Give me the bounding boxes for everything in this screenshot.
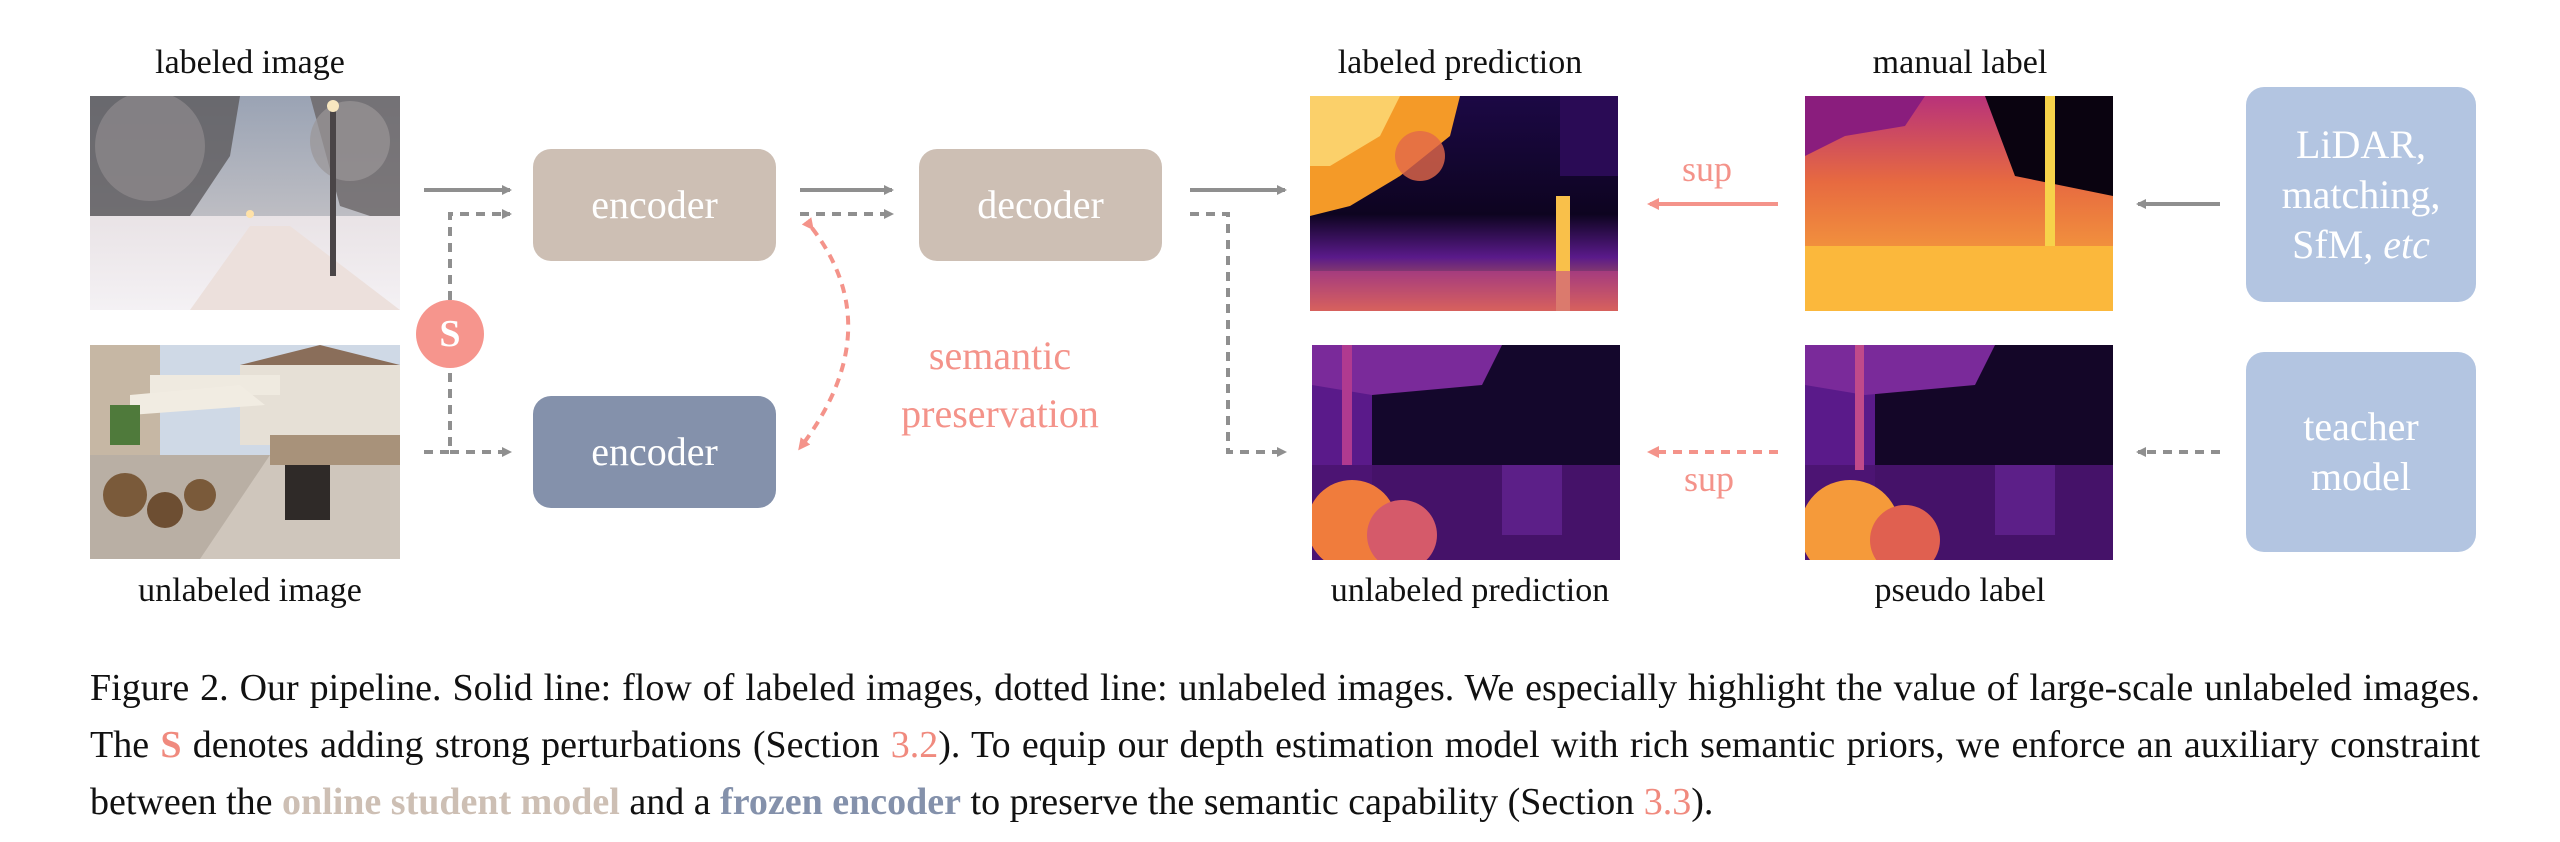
labeled-image [90,96,400,310]
label-source-line3: SfM, etc [2292,220,2430,270]
semantic-line2: preservation [901,391,1099,436]
arrow-unlabeled-to-frozen [424,370,510,452]
label-source-line2: matching, [2281,171,2441,217]
teacher-model-box: teacher model [2246,352,2476,552]
sup-label-bottom: sup [1684,459,1735,499]
pseudo-label-label: pseudo label [1874,572,2046,609]
labeled-prediction-map [1310,96,1618,311]
labeled-image-label: labeled image [155,44,345,81]
unlabeled-image-label: unlabeled image [138,572,362,609]
sup-label-top: sup [1682,149,1733,189]
caption-part6: ). [1691,781,1714,823]
strong-perturbation-badge: S [416,300,484,368]
caption-part5: to preserve the semantic capability (Sec… [961,781,1644,823]
unlabeled-image [90,345,400,559]
unlabeled-prediction-map [1312,345,1620,560]
label-source-box: LiDAR, matching, SfM, etc [2246,87,2476,302]
caption-ref-3-3[interactable]: 3.3 [1643,781,1692,823]
caption-part1: Figure 2. Our pipeline. Solid line: flow… [90,667,2480,766]
caption-part4: and a [619,781,721,823]
arrow-unlabeled-to-encoder [448,209,512,300]
caption-s-symbol: S [160,724,182,766]
caption-ref-3-2[interactable]: 3.2 [890,724,939,766]
encoder-student-box: encoder [533,149,776,261]
encoder-frozen-box: encoder [533,396,776,508]
arrow-semantic-preservation [798,217,851,451]
figure-caption: Figure 2. Our pipeline. Solid line: flow… [90,660,2480,831]
label-source-sfm: SfM, [2292,221,2384,267]
semantic-preservation-text: semantic preservation [880,327,1120,443]
unlabeled-prediction-label: unlabeled prediction [1330,572,1610,609]
caption-online-student: online student model [282,781,620,823]
caption-part3: ). To equip our depth estimation model w… [90,724,2481,823]
manual-label-label: manual label [1872,44,2048,81]
semantic-line1: semantic [928,333,1072,378]
manual-label-map [1805,96,2113,311]
decoder-box: decoder [919,149,1162,261]
pseudo-label-map [1805,345,2113,560]
caption-frozen-encoder: frozen encoder [720,781,962,823]
caption-part2: denotes adding strong perturbations (Sec… [181,724,891,766]
teacher-line1: teacher [2303,404,2419,449]
arrow-decoder-to-unlabeled-pred [1190,212,1287,457]
label-source-line1: LiDAR, [2296,121,2426,167]
label-source-etc: etc [2383,221,2430,267]
teacher-line2: model [2311,454,2411,499]
labeled-prediction-label: labeled prediction [1337,44,1583,81]
